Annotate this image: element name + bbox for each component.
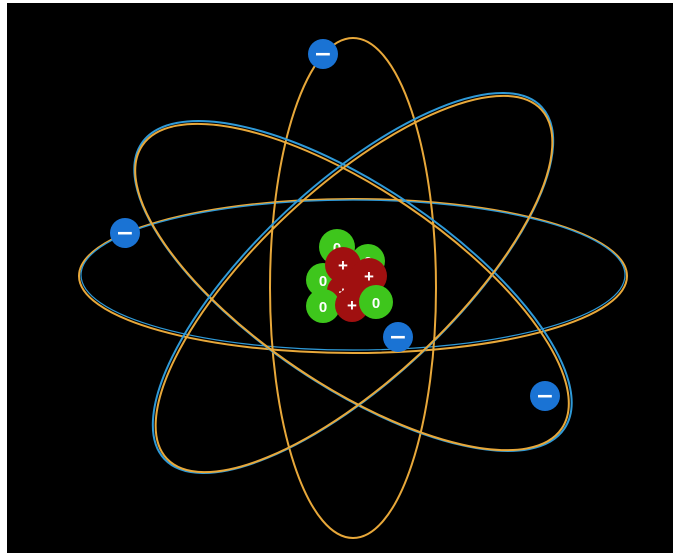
svg-text:+: + — [364, 267, 374, 286]
electron-center: − — [383, 322, 413, 352]
nucleus: 0 0 0 + + + 0 — [306, 229, 393, 323]
svg-text:−: − — [314, 42, 332, 67]
orbit-diagonal-left — [134, 122, 570, 452]
svg-text:−: − — [389, 325, 407, 350]
atom-model: 0 0 0 + + + 0 — [7, 3, 673, 553]
svg-text:0: 0 — [319, 273, 327, 290]
svg-text:+: + — [347, 296, 357, 315]
svg-text:−: − — [116, 221, 134, 246]
svg-text:0: 0 — [319, 299, 327, 316]
orbit-horizontal-blue — [80, 199, 626, 351]
atom-diagram: 0 0 0 + + + 0 — [7, 3, 673, 553]
svg-text:−: − — [536, 384, 554, 409]
orbit-vertical — [269, 37, 437, 539]
svg-text:0: 0 — [372, 295, 380, 312]
orbit-diagonal-right — [154, 94, 554, 474]
orbit-horizontal — [78, 198, 628, 354]
electron-right: − — [530, 381, 560, 411]
neutron: 0 — [359, 285, 393, 319]
electron-left: − — [110, 218, 140, 248]
proton: + — [351, 258, 387, 294]
electron-top: − — [308, 39, 338, 69]
svg-text:+: + — [338, 256, 348, 275]
neutron: 0 — [306, 289, 340, 323]
